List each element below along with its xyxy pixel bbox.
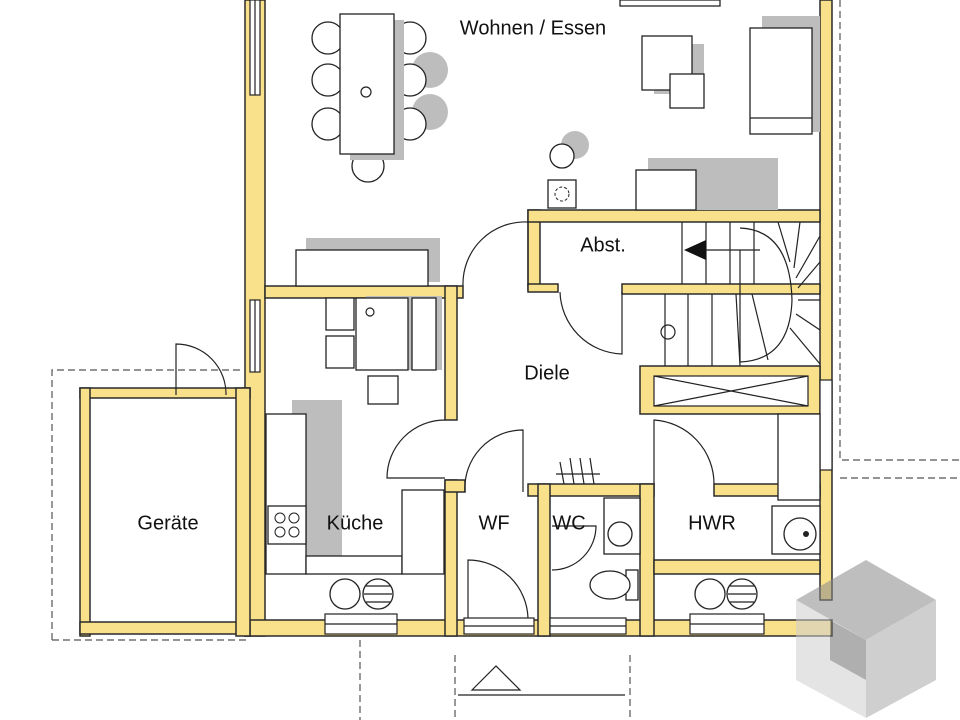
- room-labels: Wohnen / Essen Abst. Diele Geräte Küche …: [137, 17, 735, 534]
- sink-icon: [783, 517, 817, 551]
- living-furniture: [547, 0, 820, 211]
- dashed-outlines: [51, 0, 960, 720]
- kitchen-furniture: [265, 238, 445, 610]
- stove-icon: [267, 505, 307, 545]
- dining-table: [311, 13, 448, 183]
- toilet-icon: [589, 569, 639, 601]
- room-label-wohnen: Wohnen / Essen: [460, 17, 606, 39]
- room-label-hwr: HWR: [688, 512, 736, 534]
- stairs: [556, 221, 821, 485]
- hwr-fixtures: [694, 413, 821, 610]
- entrance-marker: [458, 665, 625, 696]
- windows: [249, 0, 833, 635]
- stair-arrow-icon: [684, 240, 706, 260]
- room-label-wc: WC: [552, 512, 585, 534]
- shaft: [653, 375, 809, 407]
- room-label-abst: Abst.: [580, 234, 626, 256]
- room-label-wf: WF: [478, 512, 509, 534]
- cube-logo-icon: [796, 560, 936, 718]
- room-label-geraete: Geräte: [137, 512, 198, 534]
- washing-machine-icon: [329, 578, 394, 610]
- room-label-kueche: Küche: [327, 512, 384, 534]
- room-label-diele: Diele: [524, 362, 570, 384]
- wc-fixtures: [589, 497, 641, 601]
- walls: [79, 0, 833, 637]
- doors: [175, 221, 715, 619]
